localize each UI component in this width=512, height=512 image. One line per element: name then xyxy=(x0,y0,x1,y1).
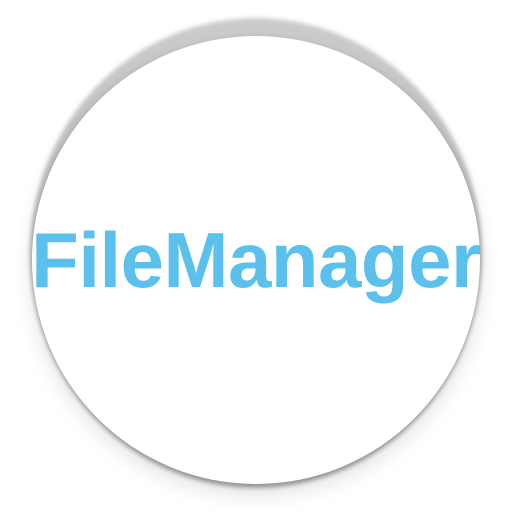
app-icon-disc[interactable] xyxy=(32,36,480,484)
app-name-label: FileManager xyxy=(31,216,481,304)
